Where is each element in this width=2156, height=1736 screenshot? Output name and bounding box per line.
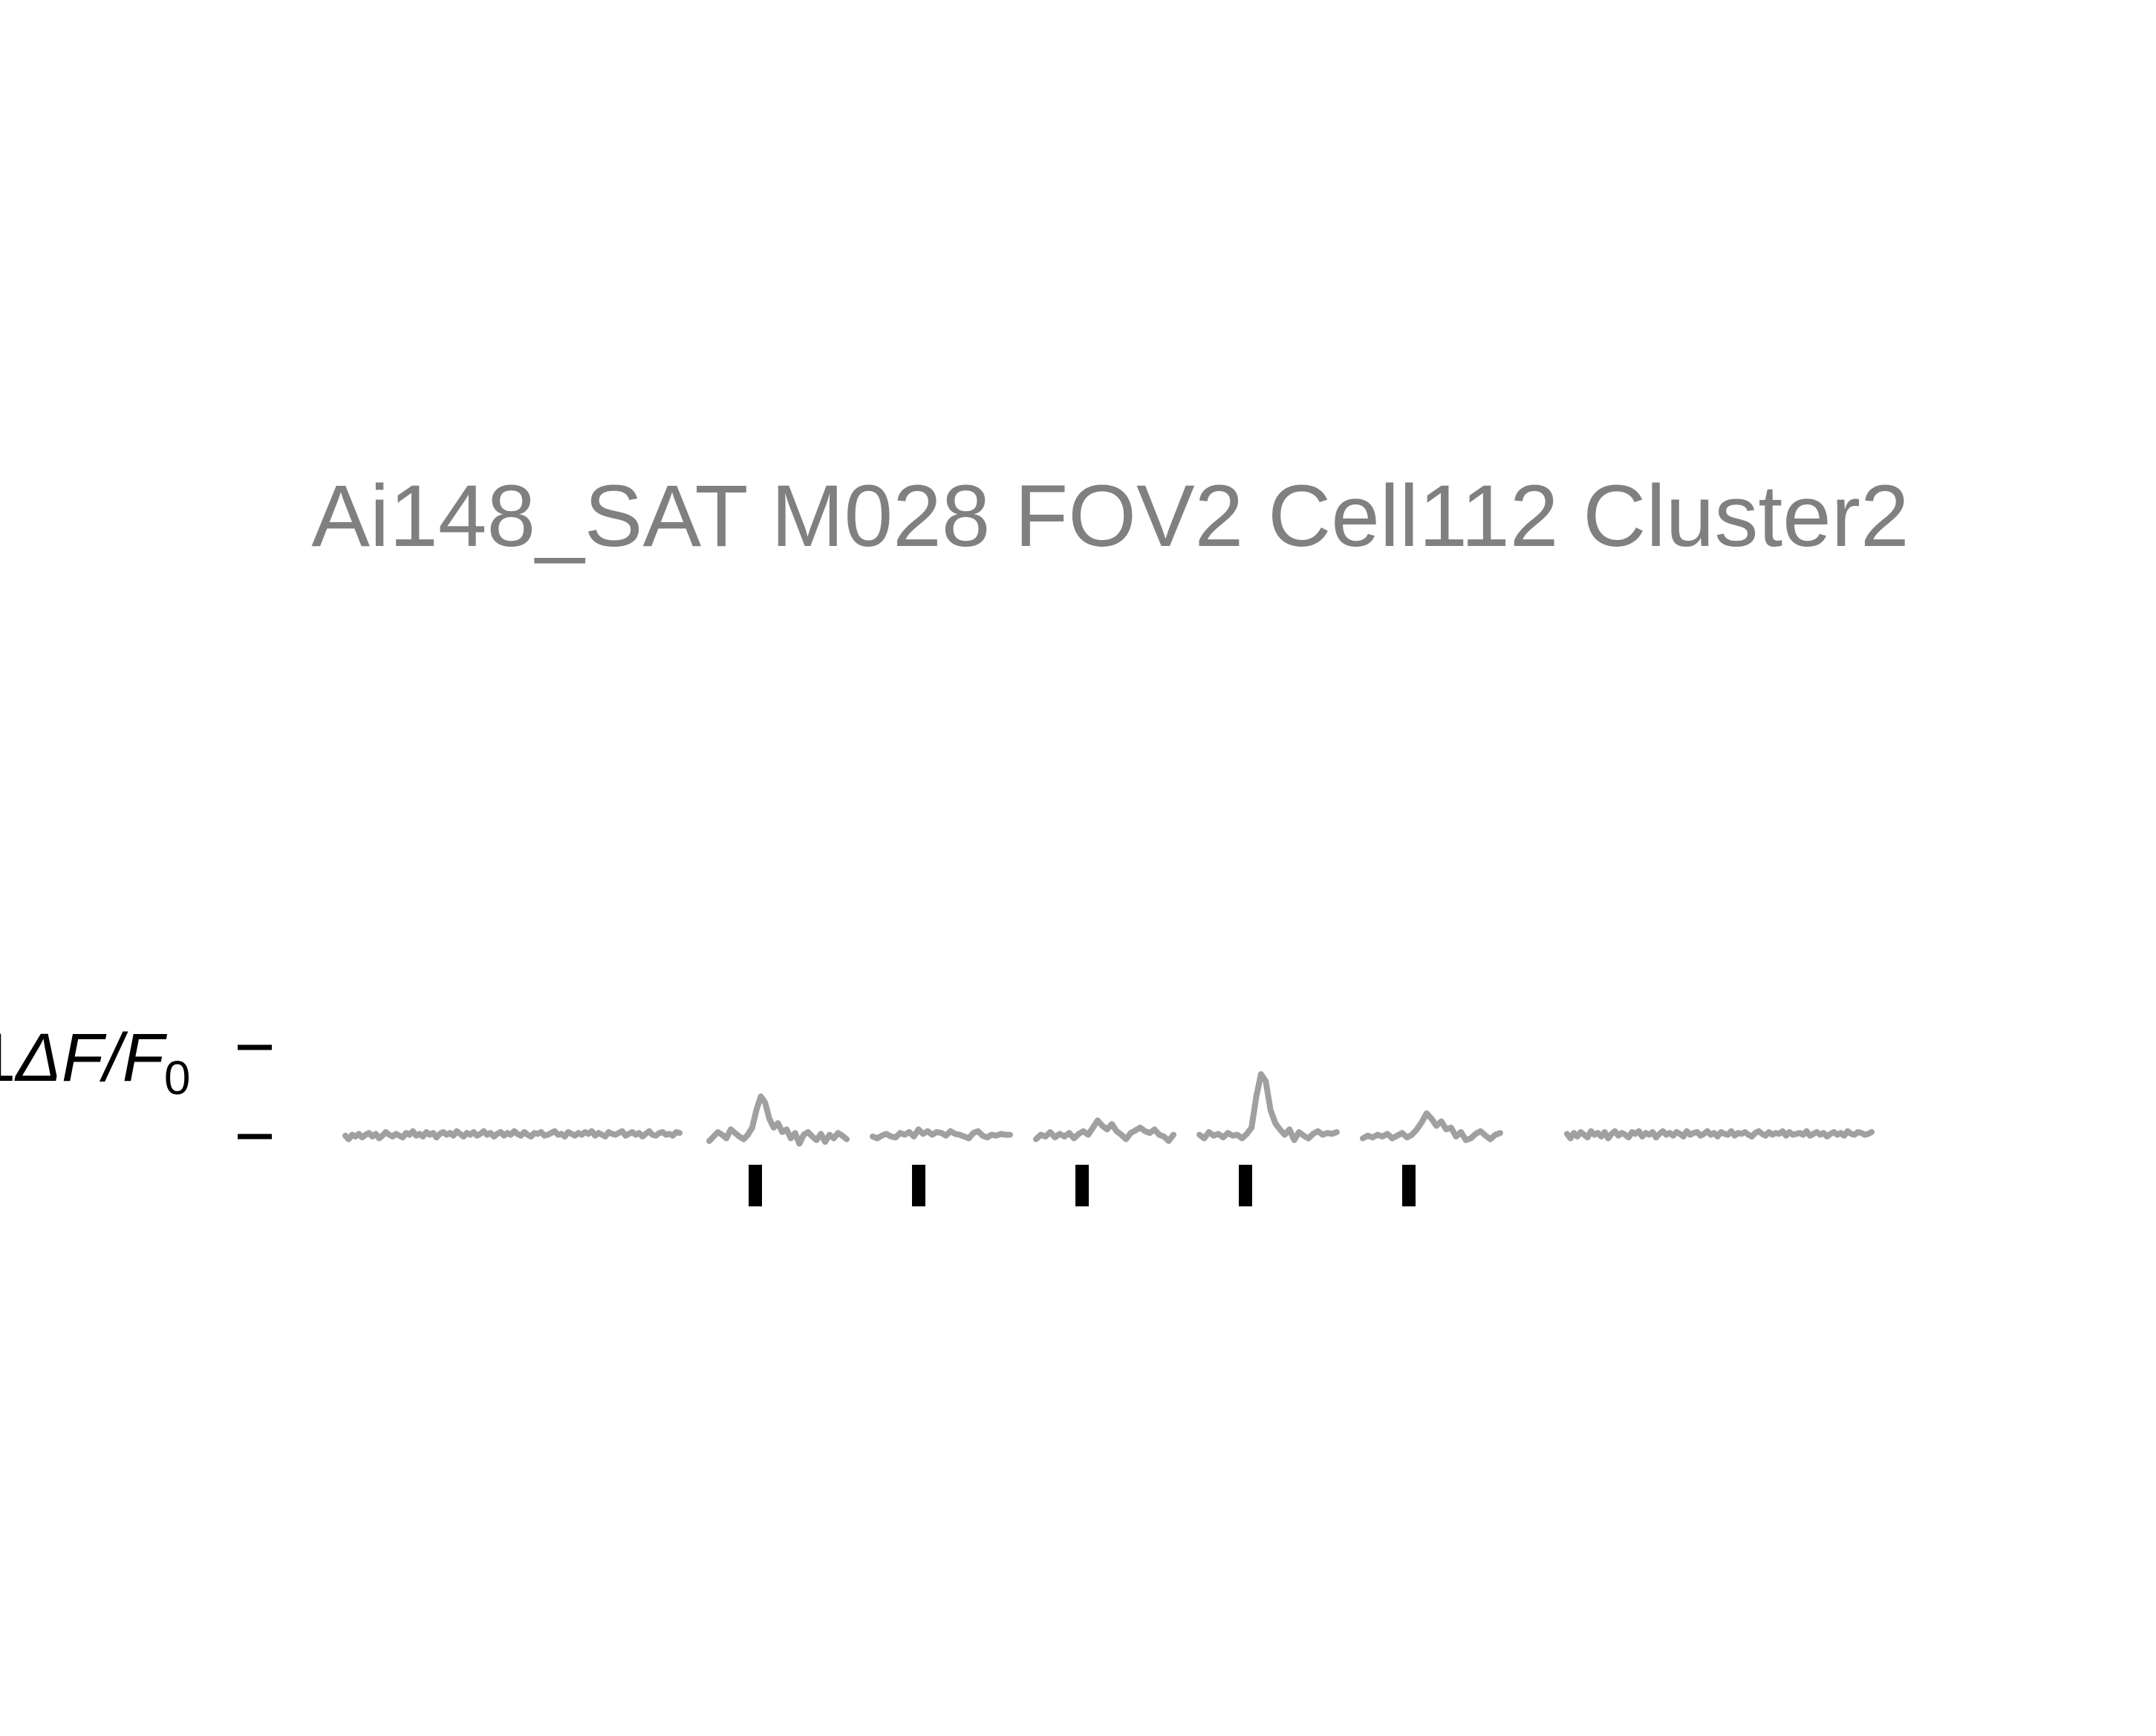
stimulus-markers [749,1165,1416,1206]
trace-segment-trial-4 [1196,1071,1340,1143]
trace-segment-post [1564,1128,1875,1142]
trace-segment-trial-2 [870,1126,1013,1142]
stimulus-marker-4 [1239,1165,1252,1206]
stimulus-marker-3 [1075,1165,1089,1206]
scale-bar: 1ΔF/F0 [0,1020,272,1140]
trace-segment-pre [342,1128,683,1142]
stimulus-marker-2 [912,1165,925,1206]
trace-segments [342,1071,1875,1147]
scale-bar-label-sub: 0 [164,1051,191,1105]
scale-bar-label-prefix: 1 [0,1020,16,1096]
trace-segment-trial-1 [706,1093,850,1147]
stimulus-marker-5 [1402,1165,1416,1206]
trace-segment-trial-5 [1360,1110,1503,1143]
trace-segment-trial-3 [1033,1117,1176,1144]
stimulus-marker-1 [749,1165,762,1206]
scale-bar-label: 1ΔF/F0 [0,1020,190,1105]
scale-bar-label-main: ΔF/F [14,1020,167,1096]
chart-title: Ai148_SAT M028 FOV2 Cell112 Cluster2 [311,467,1909,565]
